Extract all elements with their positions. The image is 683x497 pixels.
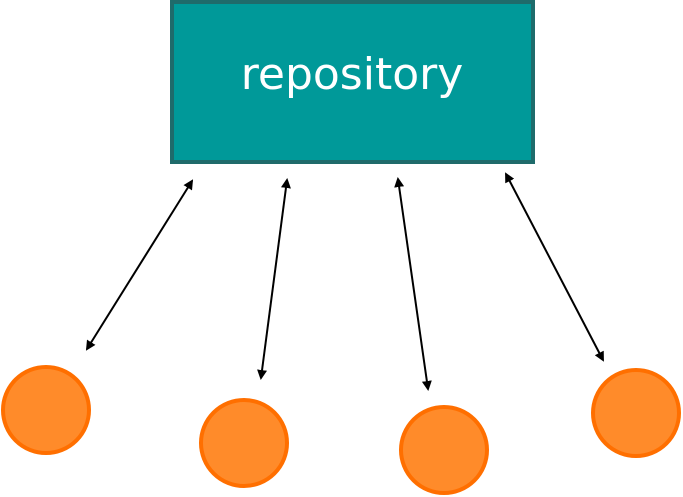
repository-label: repository — [241, 49, 464, 100]
connector-client-3 — [394, 177, 432, 391]
client-node-1[interactable] — [1, 365, 91, 455]
repository-box[interactable] — [170, 0, 535, 164]
connector-client-1 — [85, 179, 194, 351]
client-node-4[interactable] — [591, 368, 681, 458]
connector-client-2 — [257, 178, 291, 380]
client-node-2[interactable] — [199, 398, 289, 488]
client-node-3[interactable] — [399, 405, 489, 495]
connector-client-4 — [505, 172, 604, 362]
